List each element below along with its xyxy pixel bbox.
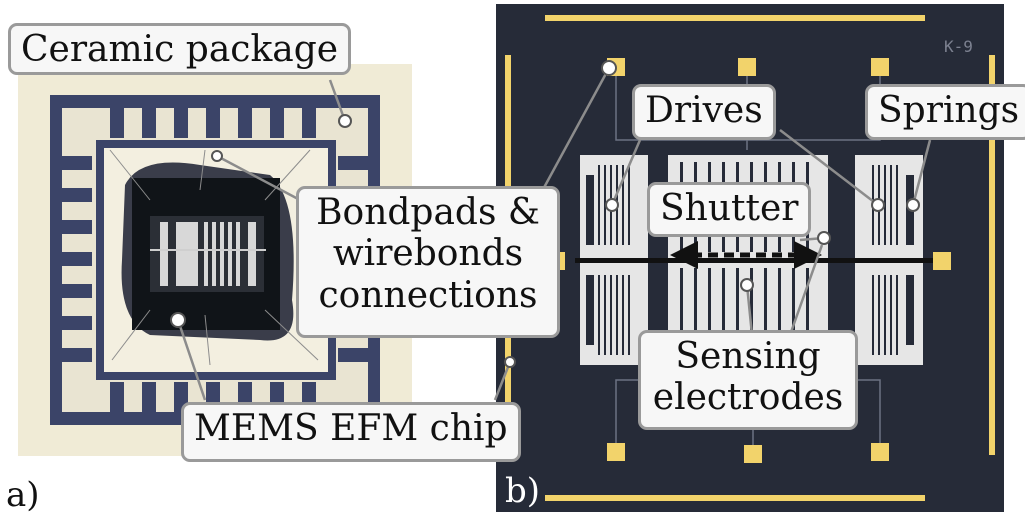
label-bondpads-line-2: wirebonds [332, 233, 524, 275]
panel-b-layout: K-9 [493, 4, 1004, 512]
leader-lines-b [493, 67, 932, 401]
panel-letter-a: a) [6, 475, 40, 515]
wirebonds [109, 149, 319, 366]
label-shutter: Shutter [647, 182, 812, 237]
label-sensing-line-1: Sensing [675, 336, 821, 377]
label-bondpads-line-1: Bondpads & [316, 192, 540, 233]
shutter-arrow [670, 241, 822, 269]
label-bondpads-line-3: connections [318, 274, 538, 316]
label-sensing-electrodes: Sensing electrodes [638, 330, 858, 430]
label-ceramic-package: Ceramic package [8, 23, 352, 75]
leader-lines-a [176, 79, 347, 401]
shuttle-beam [575, 258, 933, 263]
anchor-dots-b [504, 60, 920, 368]
label-sensing-line-2: electrodes [652, 377, 844, 419]
anchor-dots-a [170, 114, 352, 328]
label-drives: Drives [632, 84, 776, 140]
label-springs: Springs [865, 84, 1025, 140]
chip-comb-structure [160, 222, 256, 286]
label-mems-chip: MEMS EFM chip [181, 402, 521, 462]
die-mark: K-9 [944, 37, 973, 56]
panel-letter-b: b) [505, 471, 541, 511]
label-bondpads: Bondpads & wirebonds connections [296, 186, 560, 338]
